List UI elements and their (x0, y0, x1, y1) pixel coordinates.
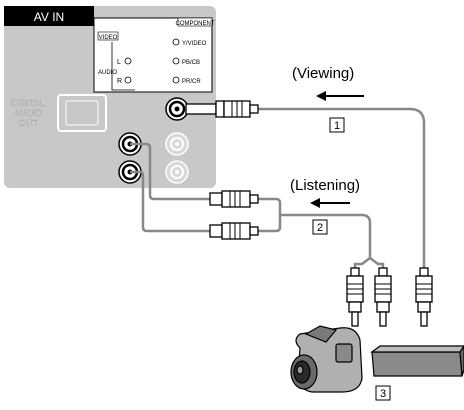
y-video-label: Y/VIDEO (182, 41, 207, 47)
jack-pb-unused (165, 132, 189, 156)
viewing-arrow (316, 91, 364, 101)
callout-box-2 (312, 219, 328, 235)
digital-label-1: DIGITAL (11, 98, 45, 108)
audio-cable (130, 142, 385, 268)
callout-1: 1 (334, 120, 340, 132)
pr-marker (172, 76, 180, 84)
video-cable (258, 107, 426, 268)
optical-port-inner (65, 100, 99, 126)
pb-label: PB/CB (182, 60, 200, 66)
jack-audio-l (118, 132, 142, 156)
component-tag-box (177, 17, 213, 27)
jack-pr-unused (165, 160, 189, 184)
listening-arrow (310, 198, 350, 208)
camcorder-icon (290, 325, 363, 393)
panel-header (4, 6, 94, 26)
video-plug (185, 100, 259, 118)
player-device-icon (370, 344, 464, 377)
audio-plug-bottom-left (209, 222, 259, 240)
jack-video-in (165, 97, 189, 121)
callout-box-3 (375, 385, 391, 401)
audio-r-marker (124, 76, 132, 84)
audio-plug-vertical-right (374, 267, 392, 327)
listening-label: (Listening) (290, 177, 360, 194)
callout-box-1 (329, 117, 345, 133)
audio-bracket (111, 42, 135, 91)
video-tag: VIDEO (99, 35, 118, 41)
audio-plug-vertical-left (346, 267, 364, 327)
audio-tag: AUDIO (98, 70, 117, 76)
panel-title: AV IN (34, 10, 64, 24)
viewing-label: (Viewing) (292, 65, 354, 82)
pr-label: PR/CR (182, 79, 201, 85)
audio-l-label: L (117, 59, 121, 66)
callout-3: 3 (380, 388, 386, 400)
digital-label-2: AUDIO (14, 108, 43, 118)
digital-label-3: OUT (19, 118, 39, 128)
port-label-box (93, 17, 213, 93)
audio-r-label: R (117, 78, 122, 85)
video-plug-vertical (415, 267, 433, 327)
y-video-marker (172, 38, 180, 46)
pb-marker (172, 57, 180, 65)
audio-plug-top-left (209, 190, 259, 208)
component-tag: COMPONENT (176, 21, 215, 27)
callout-2: 2 (317, 222, 323, 234)
audio-l-marker (124, 57, 132, 65)
video-tag-box (97, 31, 119, 41)
